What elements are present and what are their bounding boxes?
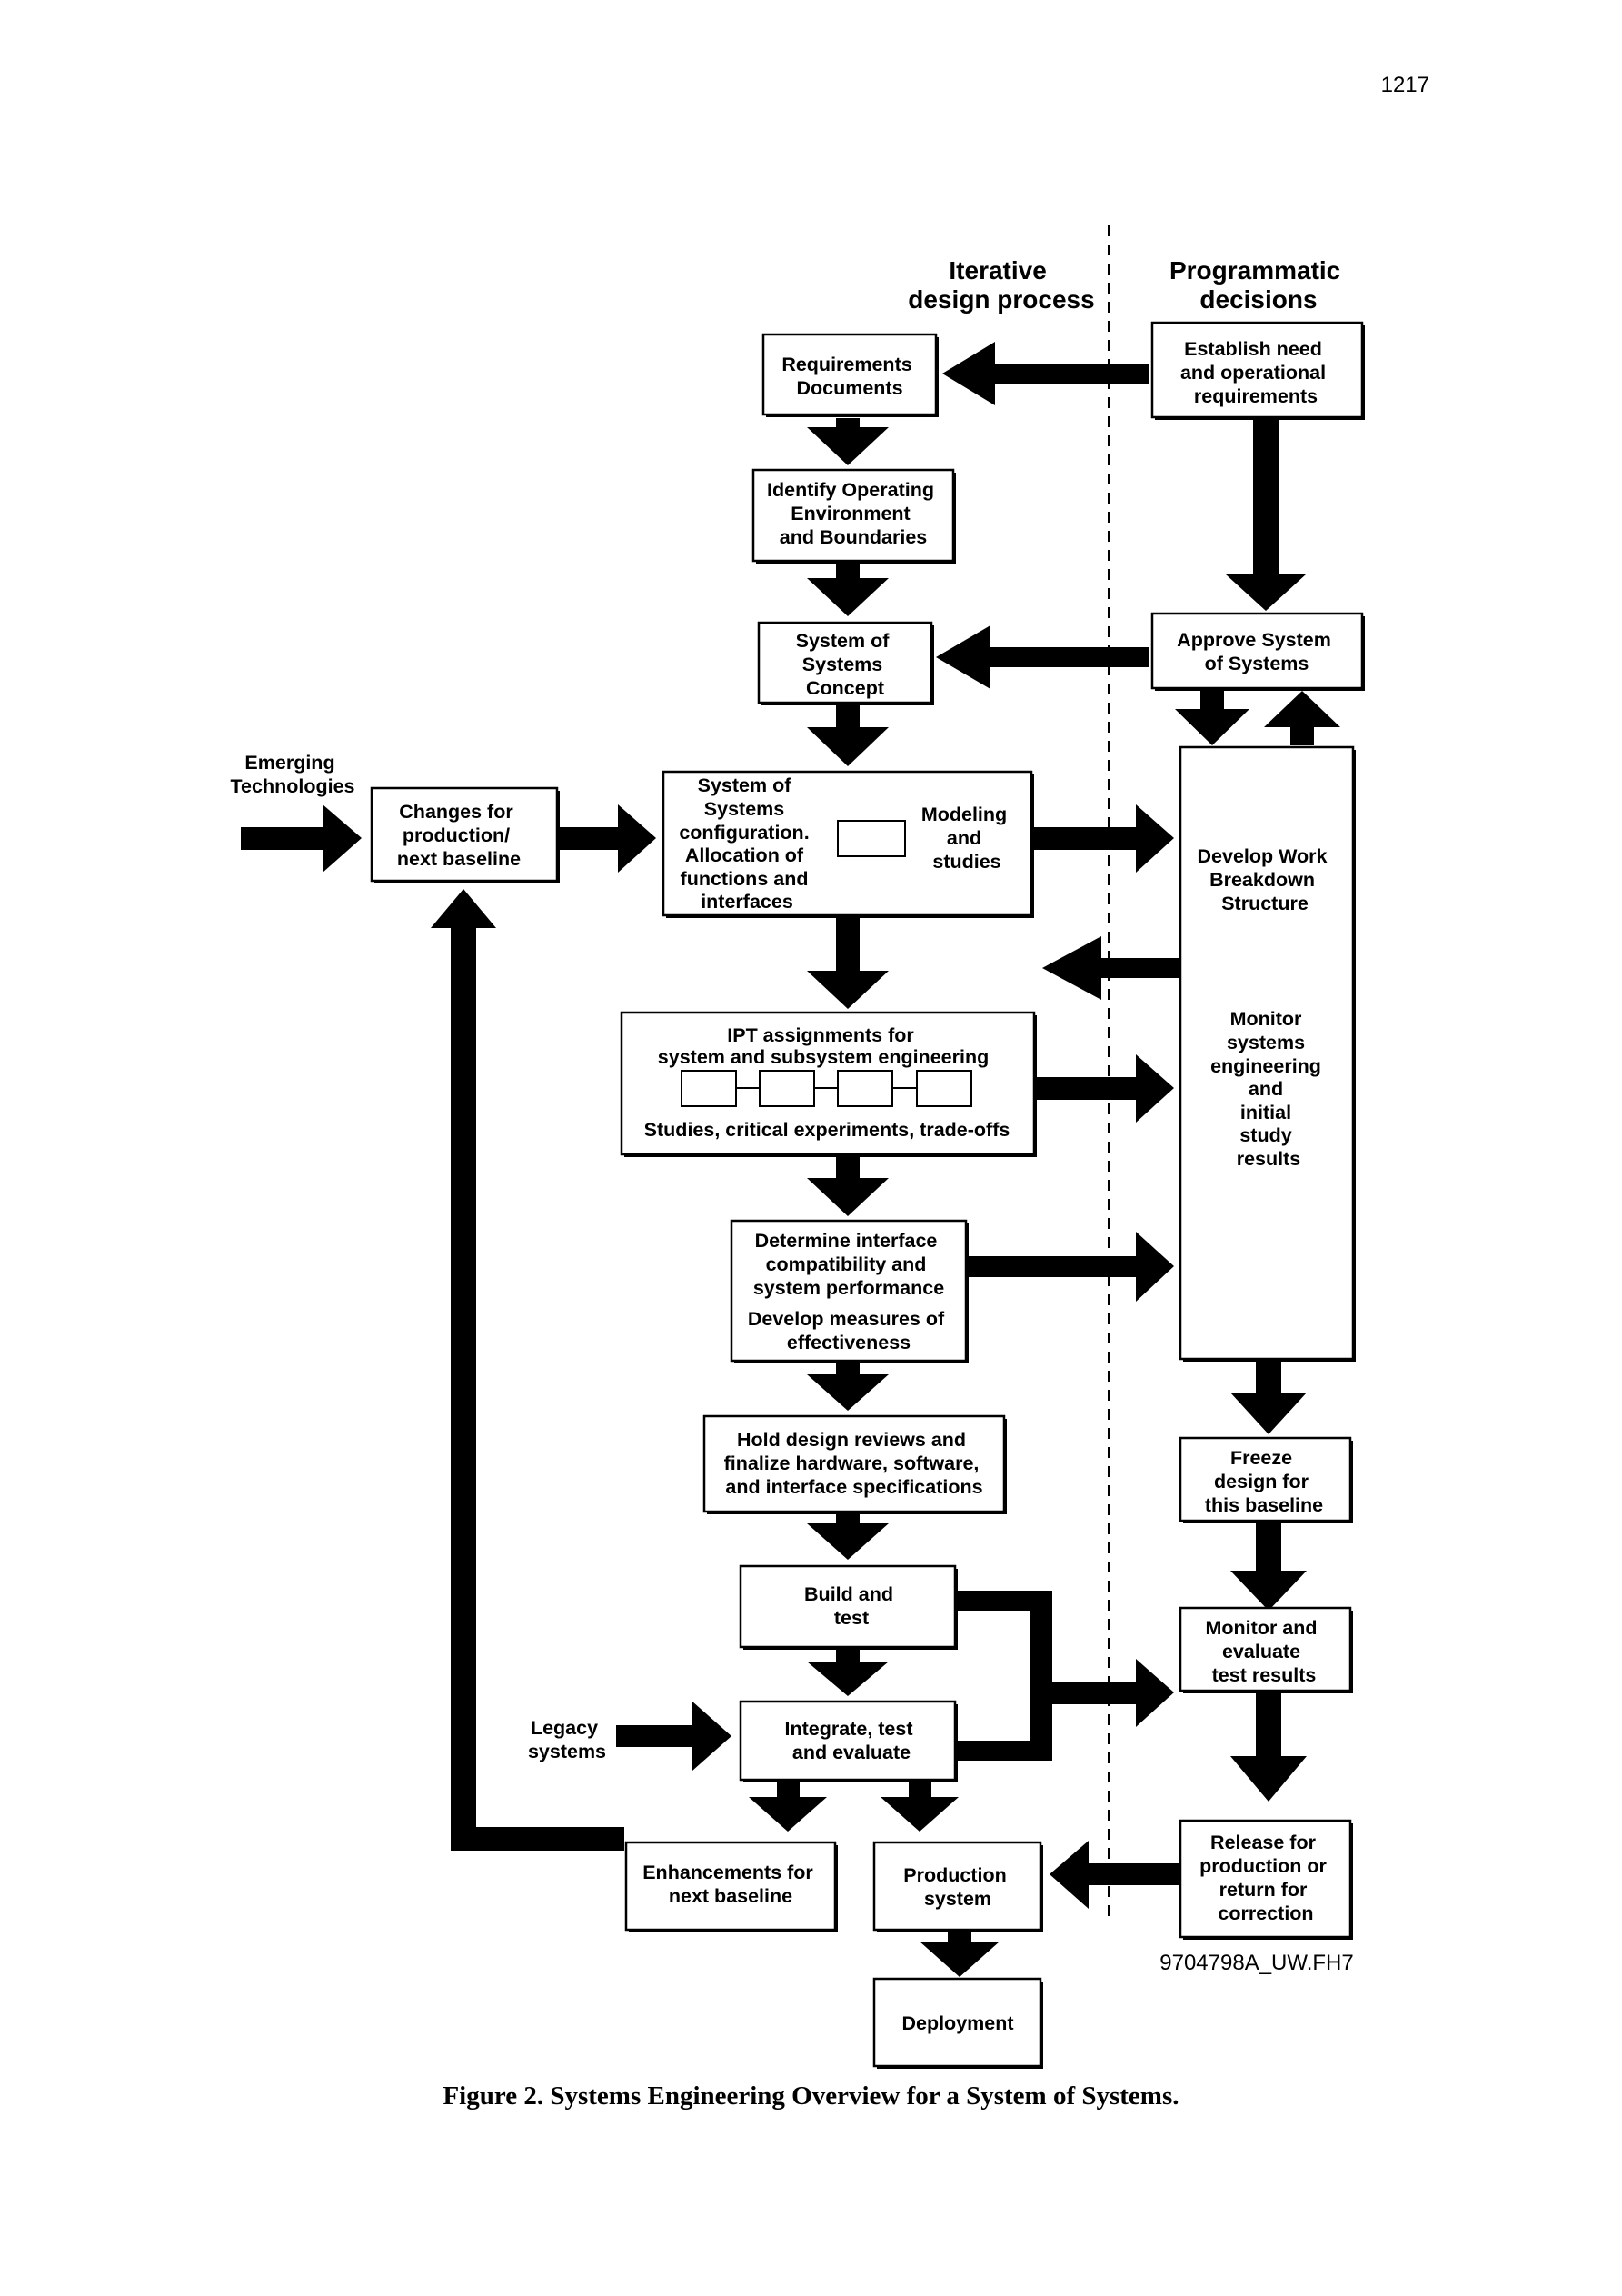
arrow-interface-to-monitor bbox=[965, 1232, 1174, 1302]
arrow-integrate-to-enhancements bbox=[749, 1777, 827, 1832]
text-build-test: Build and test bbox=[804, 1583, 899, 1629]
box-integrate bbox=[739, 1700, 957, 1782]
label-emerging-technologies: Emerging Technologies bbox=[231, 752, 355, 797]
text-measures: Develop measures of effectiveness bbox=[748, 1308, 950, 1353]
arrow-requirements-to-identify bbox=[807, 418, 889, 465]
text-identify-environment: Identify Operating Environment and Bound… bbox=[767, 479, 940, 548]
box-modeling-inner bbox=[837, 820, 906, 857]
box-production bbox=[872, 1841, 1042, 1932]
box-release bbox=[1179, 1819, 1352, 1939]
arrow-tests-to-monitor-eval bbox=[956, 1591, 1174, 1761]
arrow-monitor-eval-to-release bbox=[1230, 1689, 1307, 1802]
arrow-enhancements-to-changes bbox=[431, 889, 624, 1851]
text-approve: Approve System of Systems bbox=[1177, 629, 1337, 674]
arrow-reviews-to-build bbox=[807, 1509, 889, 1560]
arrow-monitor-to-freeze bbox=[1230, 1358, 1307, 1434]
arrows bbox=[241, 342, 1340, 1977]
arrow-ipt-to-interface bbox=[807, 1154, 889, 1216]
text-ipt-footer: Studies, critical experiments, trade-off… bbox=[644, 1119, 1010, 1141]
figure-caption: Figure 2. Systems Engineering Overview f… bbox=[443, 2081, 1179, 2111]
arrow-ipt-to-monitor bbox=[1033, 1054, 1174, 1123]
page-number: 1217 bbox=[1380, 73, 1429, 97]
ipt-slot bbox=[759, 1070, 815, 1107]
arrow-wbs-to-approve bbox=[1264, 691, 1340, 745]
box-requirements bbox=[761, 333, 938, 416]
arrow-interface-to-reviews bbox=[807, 1359, 889, 1411]
text-freeze: Freeze design for this baseline bbox=[1205, 1447, 1323, 1516]
box-freeze bbox=[1179, 1436, 1352, 1522]
ipt-slot bbox=[681, 1070, 737, 1107]
arrow-approve-to-wbs bbox=[1175, 689, 1249, 745]
box-wbs-monitor bbox=[1179, 745, 1355, 1361]
box-approve bbox=[1150, 612, 1364, 690]
text-sos-concept: System of Systems Concept bbox=[796, 630, 895, 699]
text-modeling-studies: Modeling and studies bbox=[921, 804, 1012, 873]
arrow-legacy-to-integrate bbox=[616, 1702, 731, 1771]
arrow-concept-to-config bbox=[807, 705, 889, 766]
arrow-approve-to-concept bbox=[936, 625, 1149, 689]
box-changes bbox=[370, 786, 559, 883]
box-monitor-evaluate bbox=[1179, 1606, 1352, 1692]
text-monitor-evaluate: Monitor and evaluate test results bbox=[1206, 1617, 1323, 1686]
ipt-slot bbox=[837, 1070, 893, 1107]
text-changes: Changes for production/ next baseline bbox=[397, 801, 521, 870]
boxes bbox=[370, 321, 1365, 2069]
header-iterative: Iterative design process bbox=[908, 256, 1094, 314]
arrow-integrate-to-production bbox=[881, 1777, 959, 1832]
text-requirements: Requirements Documents bbox=[781, 354, 917, 399]
arrow-freeze-to-monitor-eval bbox=[1230, 1522, 1307, 1611]
text-sos-configuration: System of Systems configuration. Allocat… bbox=[679, 774, 814, 913]
arrow-identify-to-concept bbox=[807, 562, 889, 616]
box-deployment bbox=[872, 1977, 1042, 2068]
box-identify-environment bbox=[751, 468, 955, 563]
arrow-establish-to-approve bbox=[1226, 420, 1306, 611]
arrow-changes-to-config bbox=[556, 804, 656, 873]
arrow-establish-to-requirements bbox=[942, 342, 1149, 405]
text-deployment: Deployment bbox=[901, 2012, 1013, 2034]
text-interface: Determine interface compatibility and sy… bbox=[753, 1230, 944, 1299]
box-build-test bbox=[739, 1564, 957, 1649]
ipt-slot bbox=[916, 1070, 972, 1107]
arrow-production-to-deployment bbox=[920, 1925, 1000, 1977]
text-wbs: Develop Work Breakdown Structure bbox=[1198, 845, 1333, 914]
arrow-config-to-ipt bbox=[807, 913, 889, 1009]
box-sos-concept bbox=[757, 621, 933, 704]
figure-id: 9704798A_UW.FH7 bbox=[1159, 1951, 1353, 1975]
text-release: Release for production or return for cor… bbox=[1199, 1832, 1332, 1924]
arrow-emerging-to-changes bbox=[241, 804, 362, 873]
arrow-release-to-production bbox=[1050, 1841, 1179, 1909]
text-establish: Establish need and operational requireme… bbox=[1180, 338, 1331, 407]
text-enhancements: Enhancements for next baseline bbox=[642, 1862, 819, 1907]
header-programmatic: Programmatic decisions bbox=[1169, 256, 1348, 314]
arrow-wbs-to-ipt bbox=[1042, 936, 1179, 1000]
box-design-reviews bbox=[702, 1414, 1006, 1513]
text-integrate: Integrate, test and evaluate bbox=[785, 1718, 919, 1763]
label-legacy-systems: Legacy systems bbox=[528, 1717, 606, 1762]
text-design-reviews: Hold design reviews and finalize hardwar… bbox=[724, 1429, 985, 1498]
text-ipt-title: IPT assignments for system and subsystem… bbox=[658, 1024, 989, 1068]
box-enhancements bbox=[624, 1841, 837, 1932]
arrow-config-to-wbs bbox=[1033, 804, 1174, 873]
box-interface bbox=[730, 1219, 968, 1363]
box-establish bbox=[1150, 321, 1364, 419]
arrow-build-to-integrate bbox=[807, 1647, 889, 1696]
text-monitor-se: Monitor systems engineering and initial … bbox=[1210, 1008, 1327, 1170]
text-production: Production system bbox=[903, 1864, 1011, 1910]
